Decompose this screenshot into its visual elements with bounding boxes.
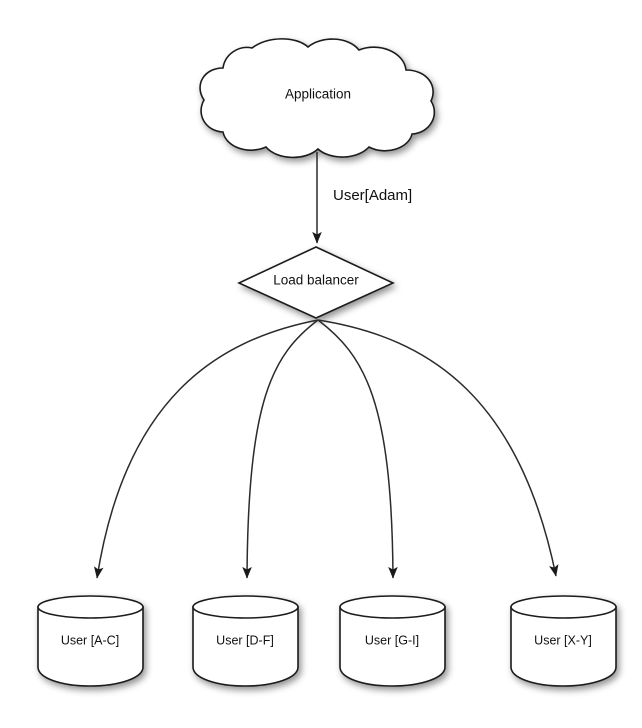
edge-lb-to-db-gi[interactable] [317, 319, 398, 579]
node-label-db-ac: User [A-C] [61, 633, 119, 647]
edge-lb-to-db-df[interactable] [242, 319, 319, 579]
cylinder-top-xy [510, 595, 617, 619]
edge-curve-lb-xy [317, 319, 559, 577]
cylinder-body-xy [510, 606, 617, 687]
edge-curve-lb-gi [317, 319, 398, 579]
edge-lb-to-db-xy[interactable] [317, 319, 559, 577]
node-load-balancer[interactable]: Load balancer [237, 246, 395, 319]
cylinder-top-ac [37, 595, 144, 619]
node-label-load-balancer: Load balancer [273, 273, 359, 288]
node-db-gi[interactable]: User [G-I] [339, 595, 446, 687]
edge-app-to-load-balancer[interactable]: User[Adam] [312, 152, 412, 244]
cylinder-top-gi [339, 595, 446, 619]
node-db-df[interactable]: User [D-F] [192, 595, 299, 687]
node-label-db-df: User [D-F] [216, 633, 274, 647]
node-db-xy[interactable]: User [X-Y] [510, 595, 617, 687]
node-application[interactable]: Application [199, 38, 436, 159]
cylinder-body-df [192, 606, 299, 687]
edge-curve-lb-df [242, 319, 319, 579]
cloud-shape [199, 38, 436, 159]
cylinder-body-ac [37, 606, 144, 687]
edge-label-user-adam: User[Adam] [333, 187, 412, 204]
edge-lb-to-db-ac[interactable] [93, 319, 319, 579]
node-db-ac[interactable]: User [A-C] [37, 595, 144, 687]
node-label-db-xy: User [X-Y] [534, 633, 592, 647]
cylinder-top-df [192, 595, 299, 619]
diamond-shape [237, 246, 395, 319]
node-label-db-gi: User [G-I] [365, 633, 419, 647]
node-label-application: Application [285, 87, 351, 102]
edge-curve-lb-ac [93, 319, 319, 579]
cylinder-body-gi [339, 606, 446, 687]
